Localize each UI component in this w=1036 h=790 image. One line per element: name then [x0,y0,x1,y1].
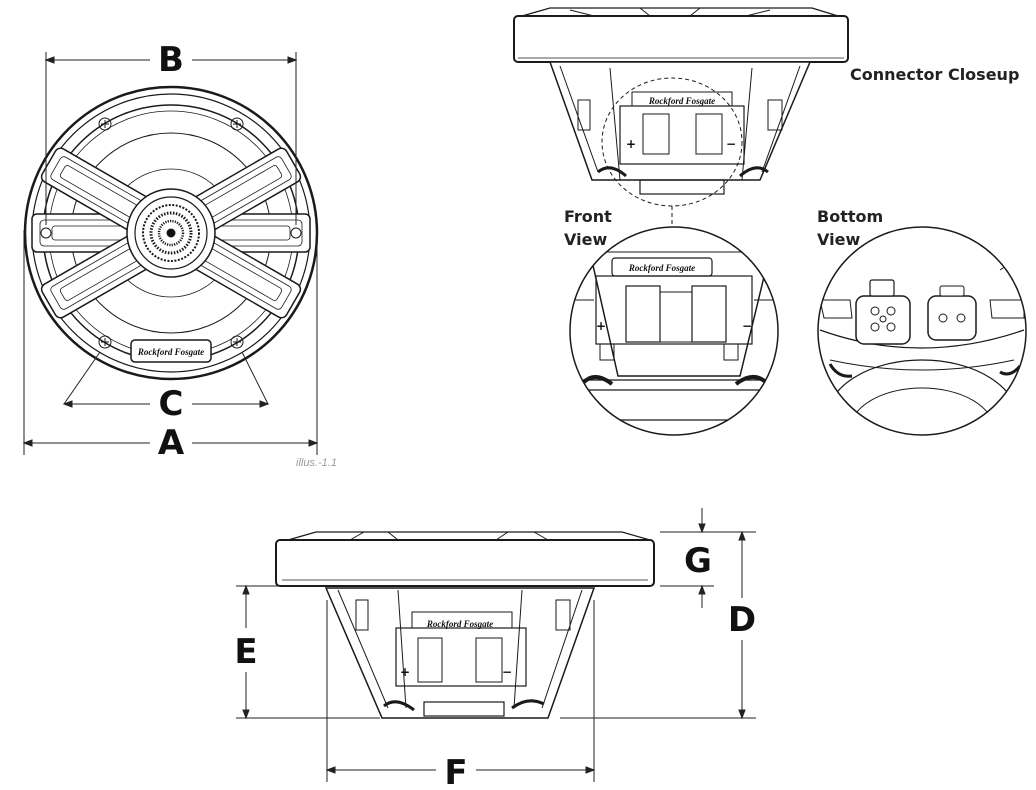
dimension-d-lines [560,530,756,720]
bottom-view-closeup [817,226,1027,436]
dimension-d-label: D [728,600,756,640]
bottom-view-caption-line2: View [817,230,860,249]
brand-logo-side: Rockford Fosgate [426,619,493,629]
speaker-side-view [275,531,655,719]
brand-logo-inverted: Rockford Fosgate [648,96,715,106]
dimension-e-lines [236,584,380,720]
brand-logo-closeup: Rockford Fosgate [628,263,695,273]
dimension-f-lines [325,600,596,782]
illustration-id: illus.-1.1 [296,457,337,469]
front-view-closeup [569,226,779,436]
dimension-c-label: C [159,384,184,424]
bottom-view-caption-line1: Bottom [817,207,883,226]
dimension-e-label: E [234,632,257,672]
terminal-negative-closeup: − [742,319,752,333]
dimension-a-label: A [158,423,185,463]
dimension-b-label: B [158,40,184,80]
speaker-front-view [23,85,319,381]
terminal-positive-closeup: + [596,319,606,333]
dimension-g-lines [660,508,714,608]
terminal-negative-inverted: − [726,137,736,151]
dimension-c-lines [62,351,270,408]
terminal-negative-side: − [502,665,512,679]
dimension-g-label: G [684,541,712,581]
dimension-f-label: F [444,753,467,790]
front-view-caption-line2: View [564,230,607,249]
dimension-a-lines [22,230,319,455]
dimension-b-lines [44,52,298,225]
speaker-inverted-side-view [513,7,849,226]
brand-logo-front: Rockford Fosgate [137,347,204,357]
front-view-caption-line1: Front [564,207,612,226]
connector-closeup-caption: Connector Closeup [850,65,1019,84]
terminal-positive-side: + [400,665,410,679]
terminal-positive-inverted: + [626,137,636,151]
